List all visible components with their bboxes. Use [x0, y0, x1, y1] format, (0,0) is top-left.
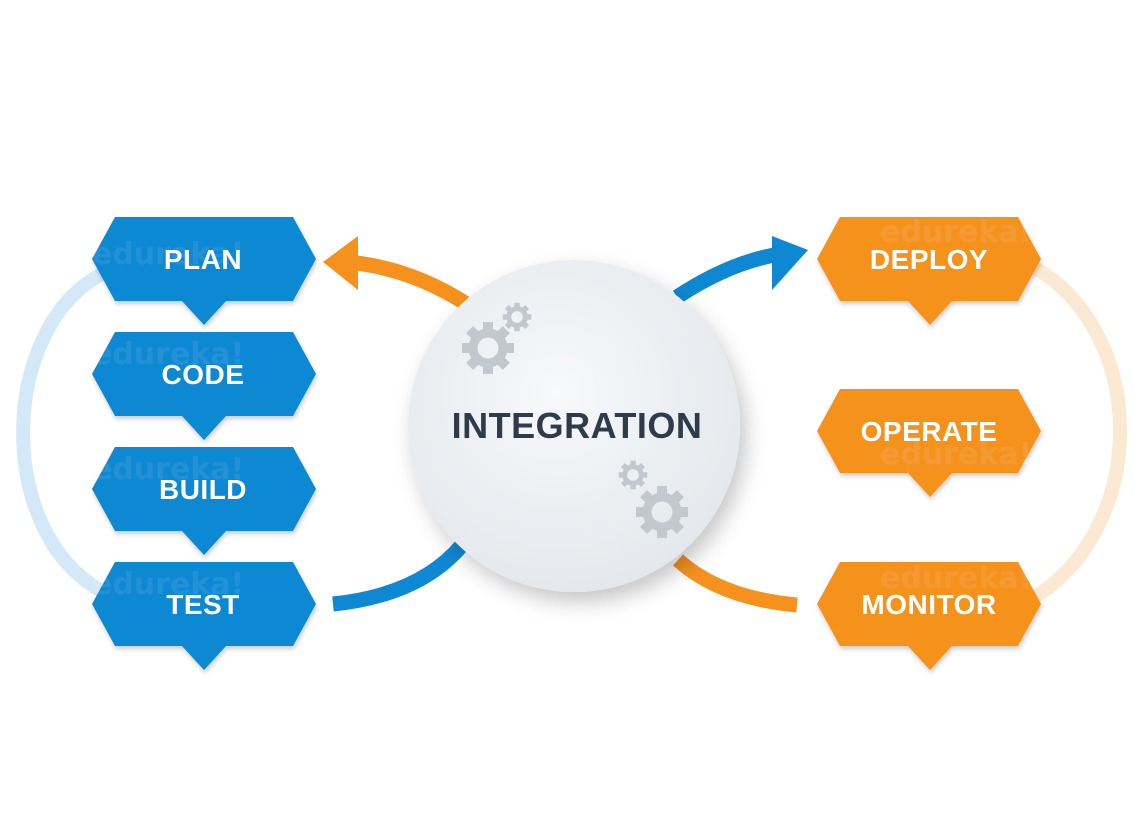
stage-build-label: BUILD	[159, 474, 247, 505]
stage-code: edureka! CODE	[92, 332, 316, 440]
watermark-text: edureka!	[92, 337, 244, 372]
arrow-head-icon	[323, 236, 358, 290]
stage-plan: edureka! PLAN	[92, 217, 316, 325]
arrow-integration-to-deploy	[672, 246, 782, 304]
watermark-text: edureka!	[880, 437, 1032, 472]
arrow-head-icon	[772, 236, 808, 290]
stage-build: edureka! BUILD	[92, 447, 316, 555]
stage-test: edureka! TEST	[92, 562, 316, 670]
integration-node: INTEGRATION	[408, 260, 740, 592]
stage-monitor-label: MONITOR	[861, 589, 996, 620]
watermark-text: edureka!	[880, 215, 1032, 250]
stage-operate-label: OPERATE	[861, 416, 998, 447]
stage-deploy: edureka! DEPLOY	[817, 215, 1041, 325]
arc-integration-to-monitor	[672, 554, 798, 613]
center-label: INTEGRATION	[452, 405, 703, 446]
watermark-text: edureka!	[92, 567, 244, 602]
left-loop-arc	[16, 268, 107, 597]
stage-plan-label: PLAN	[164, 244, 242, 275]
right-loop-arc	[1023, 258, 1127, 607]
stage-test-label: TEST	[166, 589, 240, 620]
arrow-integration-to-plan	[347, 254, 470, 310]
stage-code-label: CODE	[162, 359, 245, 390]
watermark-text: edureka!	[92, 452, 244, 487]
arc-test-to-integration	[332, 540, 468, 612]
watermark-text: edureka!	[92, 237, 244, 272]
stage-operate: edureka! OPERATE	[817, 389, 1041, 497]
stage-monitor: edureka! MONITOR	[817, 561, 1041, 670]
stage-deploy-label: DEPLOY	[870, 244, 988, 275]
watermark-text: edureka!	[880, 561, 1032, 596]
